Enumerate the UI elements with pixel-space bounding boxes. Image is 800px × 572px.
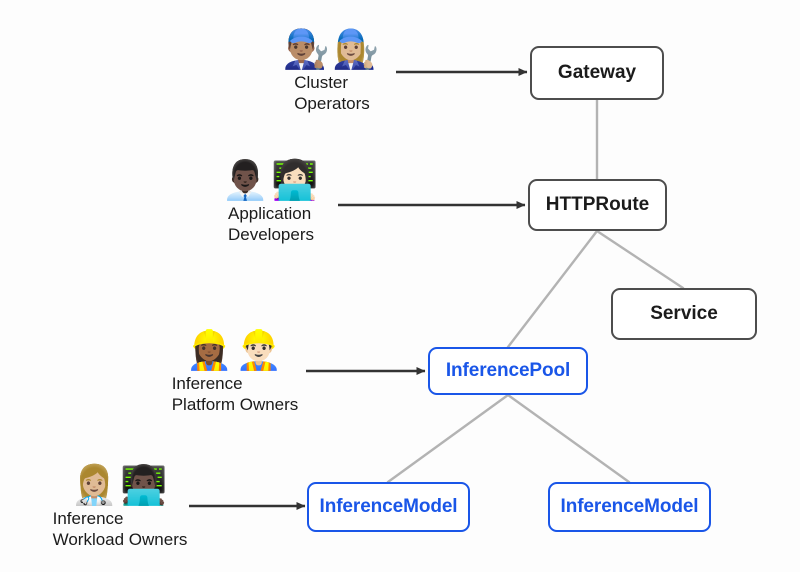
persona-inference-platform-owners: 👷🏾‍♀️👷🏻‍♂️ Inference Platform Owners <box>135 331 335 416</box>
node-inferencemodel-right-label: InferenceModel <box>560 495 699 517</box>
persona-label-line1: Inference <box>171 374 243 393</box>
node-gateway[interactable]: Gateway <box>530 46 664 100</box>
persona-label-inference-platform-owners: Inference Platform Owners <box>172 373 299 416</box>
node-service[interactable]: Service <box>611 288 757 340</box>
edge-httproute-service <box>595 229 685 290</box>
persona-label-line2: Platform Owners <box>171 395 299 415</box>
inference-workload-owners-avatar-icons: 👩🏼‍⚕️👨🏿‍💻 <box>70 463 170 507</box>
persona-label-application-developers: Application Developers <box>228 203 314 246</box>
persona-label-line1: Cluster <box>294 73 349 92</box>
node-gateway-label: Gateway <box>557 61 637 83</box>
edge-inferencepool-model-right <box>506 393 631 484</box>
node-inferencepool[interactable]: InferencePool <box>428 347 588 395</box>
persona-inference-workload-owners: 👩🏼‍⚕️👨🏿‍💻 Inference Workload Owners <box>20 466 220 551</box>
node-inferencemodel-left-label: InferenceModel <box>319 495 458 517</box>
node-service-label: Service <box>650 302 718 324</box>
inference-platform-owners-avatar-icons: 👷🏾‍♀️👷🏻‍♂️ <box>185 328 285 372</box>
cluster-operators-avatar-icons: 👨🏽‍🔧👩🏼‍🔧 <box>282 27 382 71</box>
node-inferencemodel-left[interactable]: InferenceModel <box>307 482 470 532</box>
persona-label-line2: Operators <box>294 94 370 114</box>
node-httproute-label: HTTPRoute <box>545 193 650 215</box>
edge-httproute-inferencepool <box>506 229 599 349</box>
node-inferencepool-label: InferencePool <box>445 359 571 381</box>
edge-inferencepool-model-left <box>386 393 510 484</box>
persona-label-line2: Workload Owners <box>52 530 188 550</box>
application-developers-avatar-icons: 👨🏿‍💼👩🏻‍💻 <box>221 158 321 202</box>
persona-label-line2: Developers <box>228 225 314 245</box>
persona-label-line1: Application <box>228 204 312 223</box>
node-inferencemodel-right[interactable]: InferenceModel <box>548 482 711 532</box>
persona-label-cluster-operators: Cluster Operators <box>294 72 370 115</box>
node-httproute[interactable]: HTTPRoute <box>528 179 667 231</box>
persona-application-developers: 👨🏿‍💼👩🏻‍💻 Application Developers <box>171 161 371 246</box>
persona-label-line1: Inference <box>52 509 124 528</box>
persona-label-inference-workload-owners: Inference Workload Owners <box>53 508 188 551</box>
persona-cluster-operators: 👨🏽‍🔧👩🏼‍🔧 Cluster Operators <box>232 30 432 115</box>
